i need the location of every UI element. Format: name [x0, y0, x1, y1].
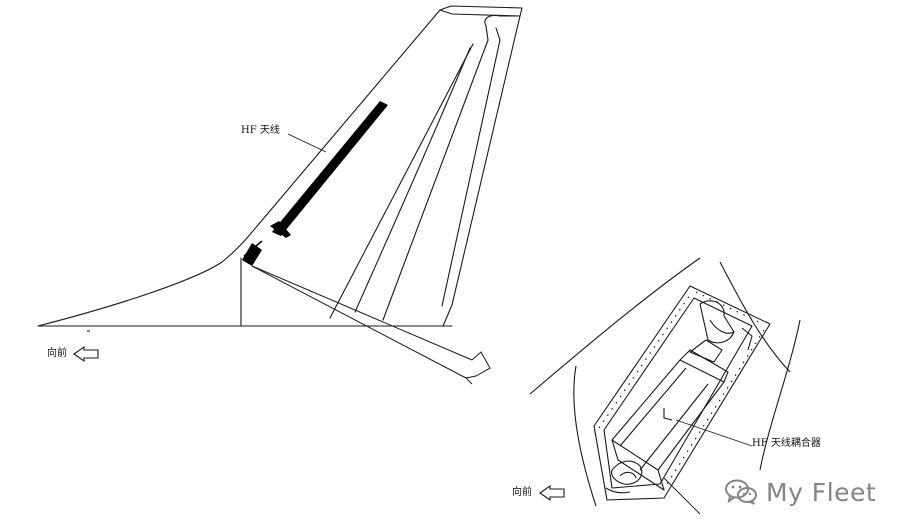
coupler-detail — [529, 257, 801, 507]
hf-coupler-label: HF 天线耦合器 — [752, 438, 821, 449]
hf-antenna-leader — [287, 133, 327, 153]
vertical-tail — [37, 5, 523, 327]
hf-antenna-label: HF 天线 — [241, 125, 280, 136]
forward-arrow-icon — [539, 484, 565, 502]
coupler-leaders — [663, 419, 753, 515]
forward-arrow-icon — [73, 345, 99, 363]
watermark-text: My Fleet — [766, 477, 877, 507]
forward-label-left: 向前 — [47, 348, 67, 359]
watermark: My Fleet — [724, 474, 876, 510]
wechat-icon — [725, 479, 757, 505]
rudder-lines — [329, 14, 521, 321]
detail-arrow — [251, 265, 491, 385]
hf-antenna — [242, 101, 388, 266]
forward-label-right: 向前 — [512, 487, 532, 498]
